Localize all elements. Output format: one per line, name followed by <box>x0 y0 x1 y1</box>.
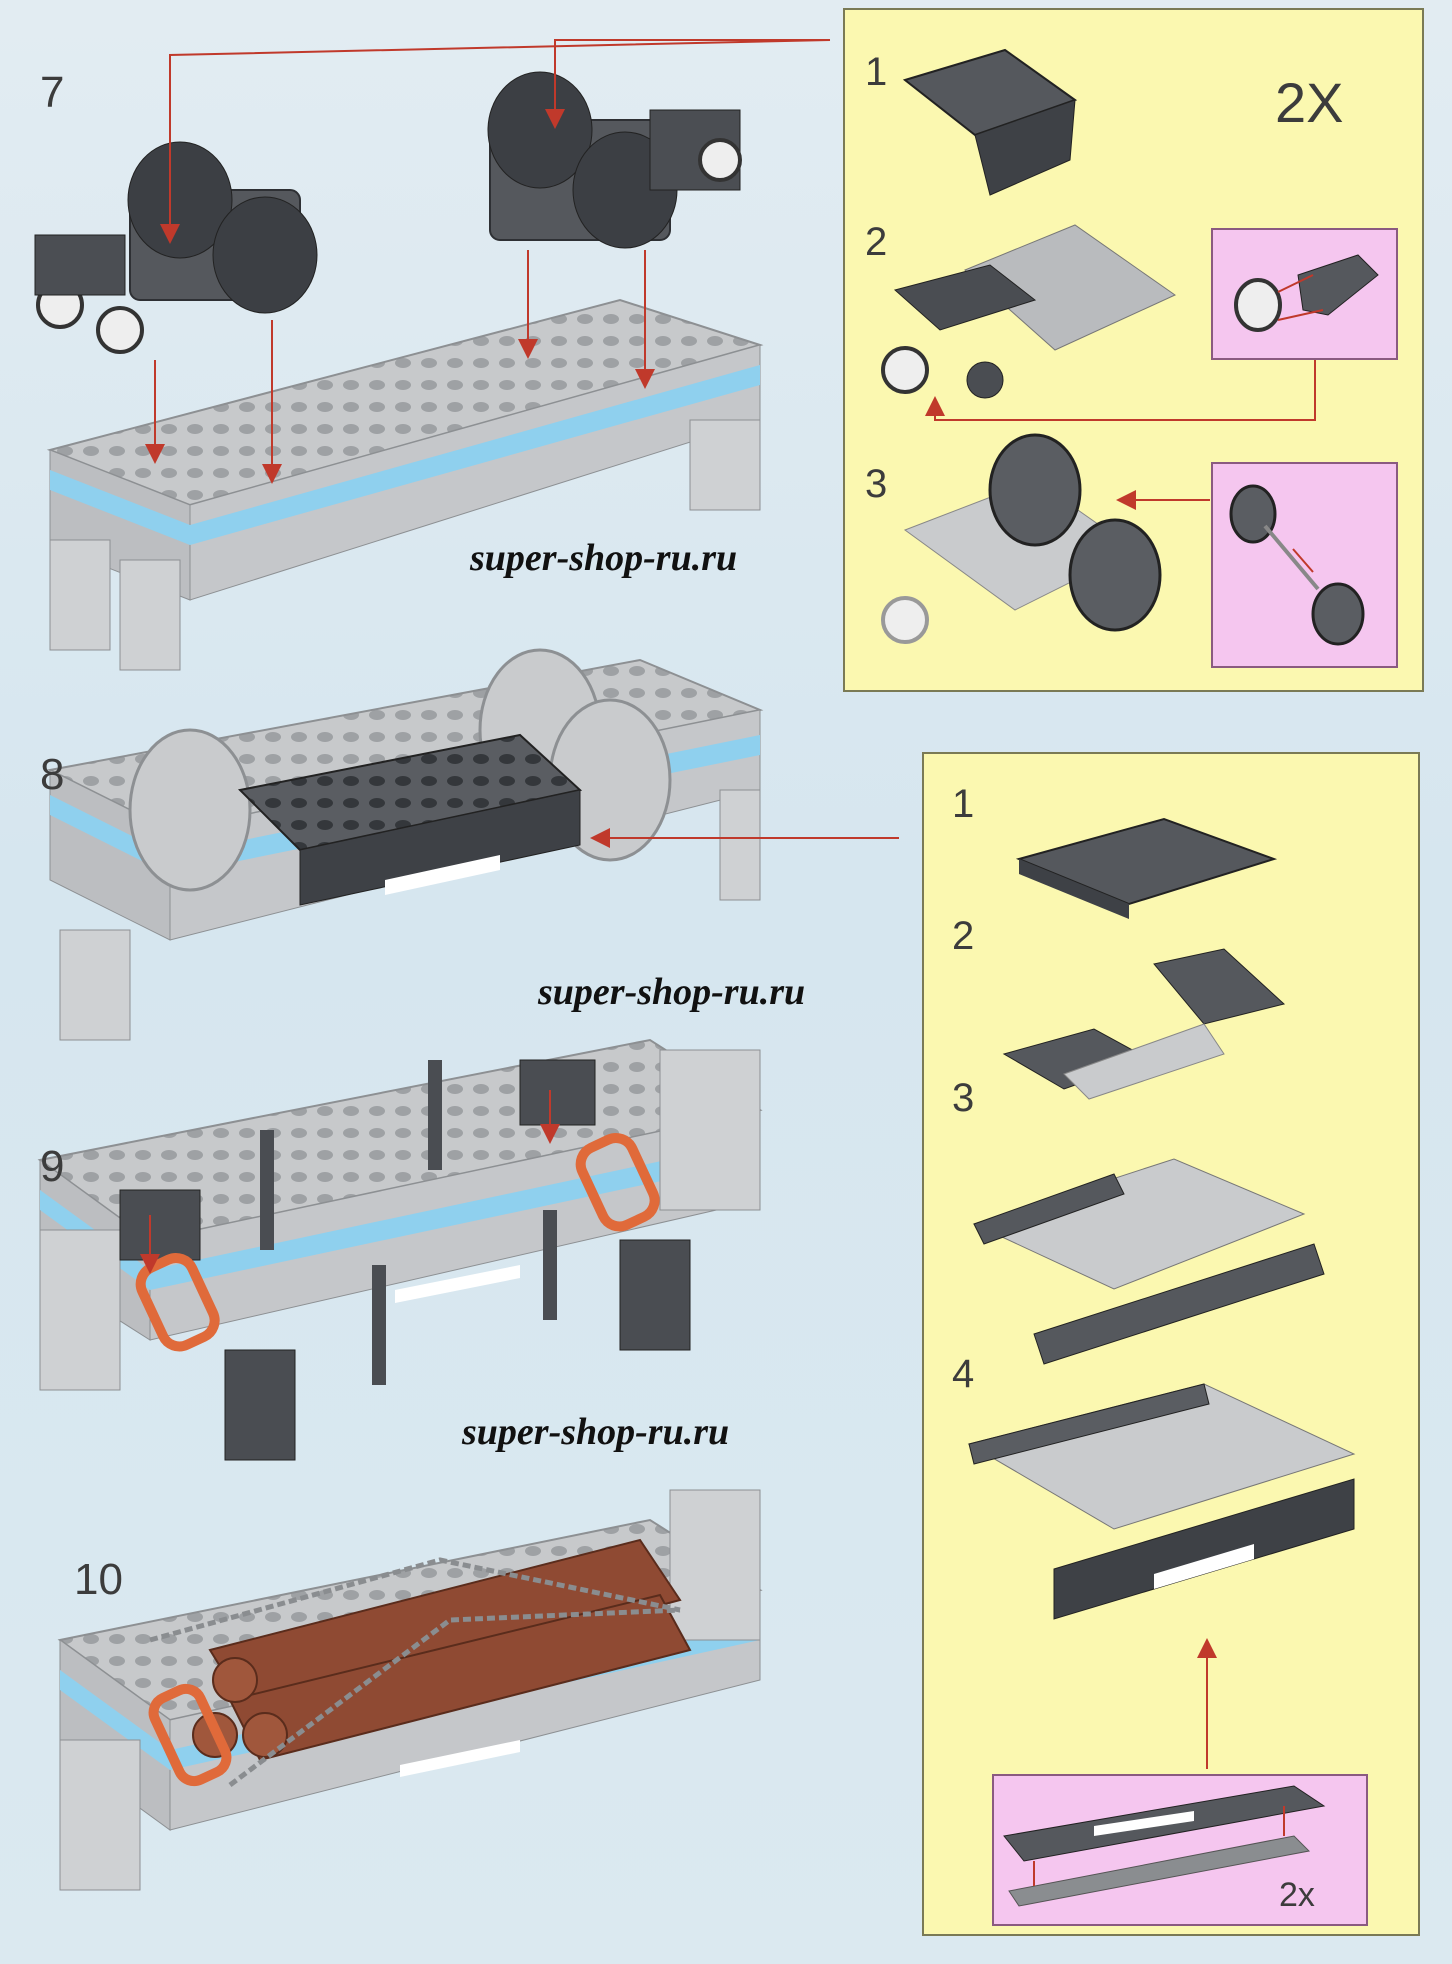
step7-illustration <box>34 39 831 671</box>
callout-bottom-substep-2: 2 <box>952 914 975 958</box>
callout-frame-assembly: 1 2 3 4 2x <box>922 752 1420 1936</box>
step-number-9: 9 <box>40 1142 65 1191</box>
step10-illustration <box>57 1489 763 1891</box>
coupler-detail-artwork <box>1234 254 1379 332</box>
step9-illustration <box>37 1038 763 1461</box>
callout-bottom-substep-1: 1 <box>952 782 975 826</box>
callout-buffer-detail: 2x <box>992 1774 1368 1926</box>
callout-top-substep-1: 1 <box>865 50 888 94</box>
callout-bottom-multiplier: 2x <box>1279 1876 1315 1914</box>
callout-coupler-detail <box>1211 228 1398 360</box>
step-number-7: 7 <box>40 68 65 117</box>
callout-bottom-substep-3: 3 <box>952 1076 975 1120</box>
callout-axle-detail <box>1211 462 1398 668</box>
watermark-3: super-shop-ru.ru <box>462 1411 730 1453</box>
watermark-1: super-shop-ru.ru <box>470 537 738 579</box>
axle-detail-artwork <box>1229 484 1365 646</box>
step-number-8: 8 <box>40 750 65 799</box>
step-number-10: 10 <box>74 1555 123 1604</box>
callout-frame-artwork <box>967 817 1356 1769</box>
callout-bogie-assembly: 1 2 3 2X <box>843 8 1424 692</box>
callout-bogie-artwork <box>881 48 1316 644</box>
callout-top-multiplier: 2X <box>1275 71 1344 134</box>
callout-bottom-substep-4: 4 <box>952 1352 975 1396</box>
step8-illustration <box>46 648 899 1041</box>
watermark-2: super-shop-ru.ru <box>538 971 806 1013</box>
callout-top-substep-3: 3 <box>865 462 888 506</box>
callout-top-substep-2: 2 <box>865 220 888 264</box>
buffer-detail-artwork <box>1003 1785 1326 1907</box>
